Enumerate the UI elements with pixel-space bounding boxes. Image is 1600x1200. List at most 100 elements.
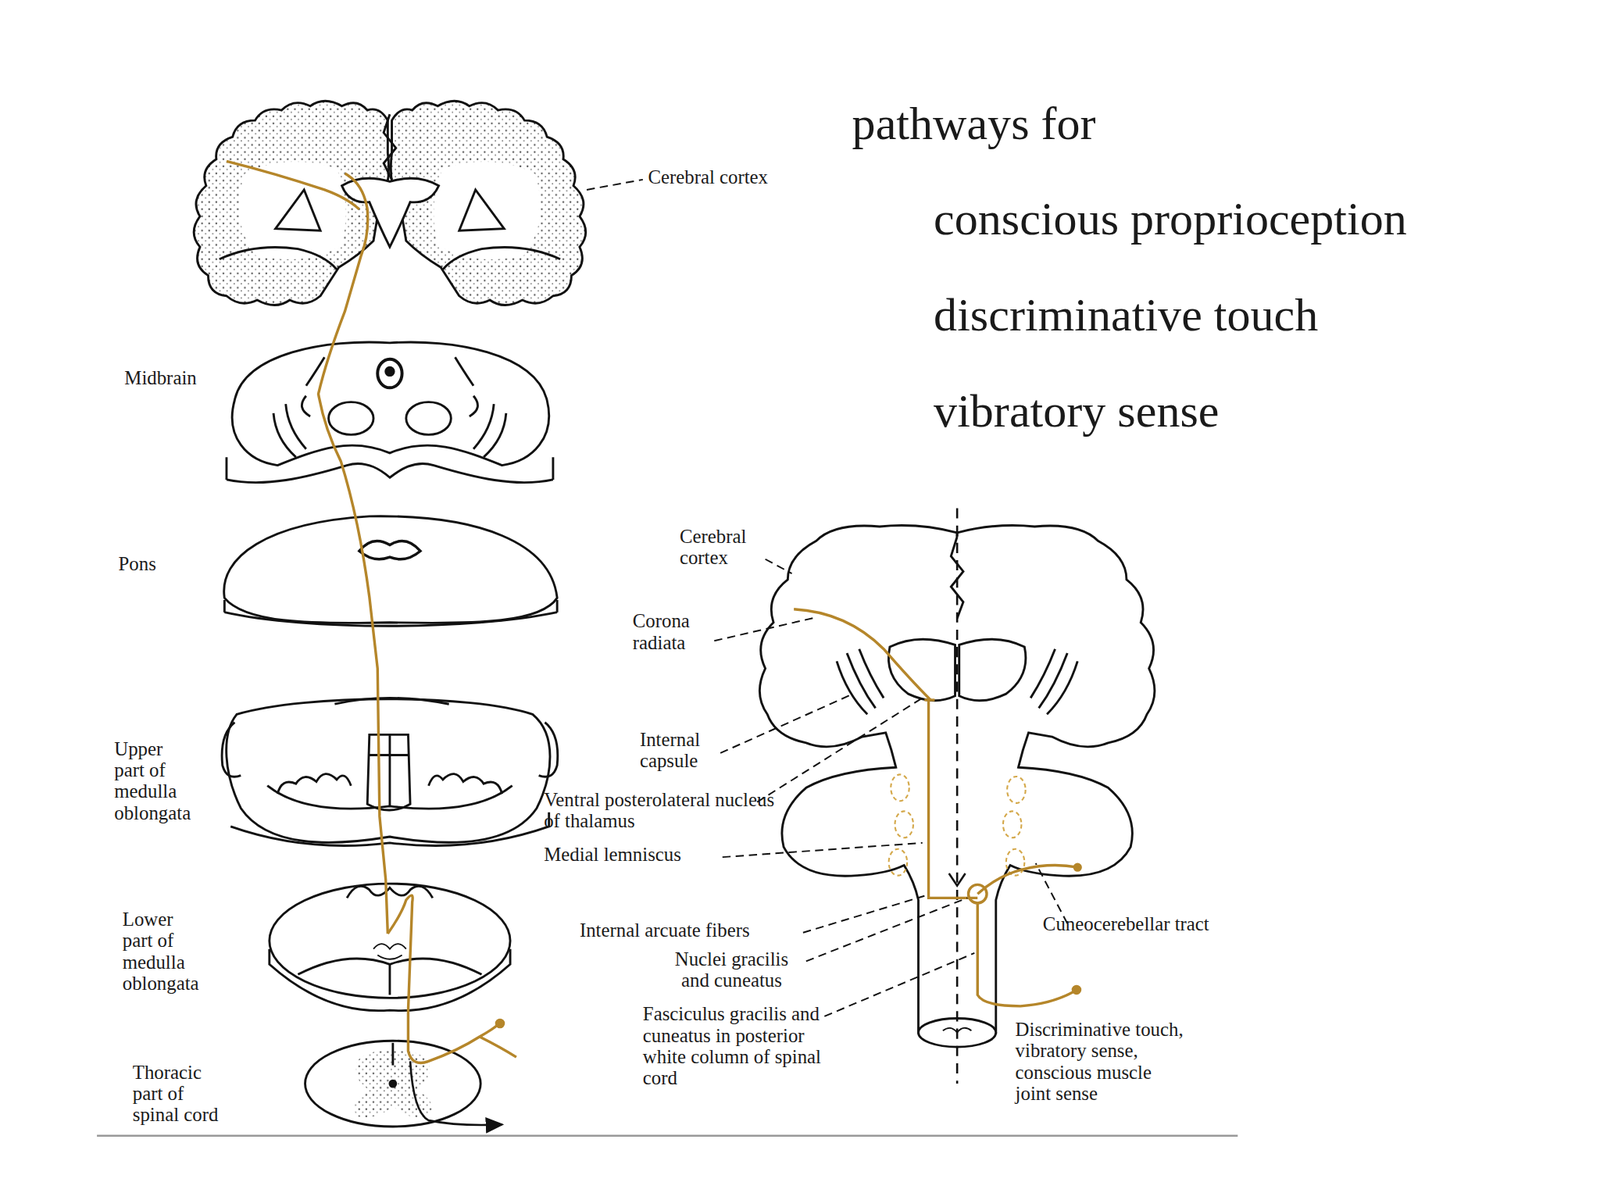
sensory-pathway-part bbox=[226, 160, 360, 209]
pathway-item: conscious proprioception bbox=[933, 193, 1587, 246]
sensory-pathway-part bbox=[793, 609, 931, 700]
midline-dashed-part bbox=[956, 507, 959, 1084]
leader-line-part bbox=[765, 559, 793, 574]
sensory-pathway bbox=[793, 609, 1081, 1007]
sensory-pathway-part bbox=[977, 864, 1078, 894]
thoracic-cord-section bbox=[305, 1040, 482, 1127]
part-label: Discriminative touch, vibratory sense, c… bbox=[1015, 1019, 1190, 1105]
slide-title: pathways for bbox=[852, 97, 1363, 150]
cerebellar-peduncle-part bbox=[890, 774, 910, 801]
brain-outline-part bbox=[957, 525, 1155, 1033]
lower-medulla-section-part bbox=[373, 943, 407, 960]
part-label: Internal arcuate fibers bbox=[579, 920, 825, 942]
coronal-brain-part bbox=[442, 247, 561, 270]
upper-medulla-section-part bbox=[267, 785, 512, 809]
coronal-brain-part bbox=[239, 161, 347, 260]
coronal-brain-part bbox=[433, 161, 541, 260]
sensory-pathway-part bbox=[479, 1036, 517, 1058]
part-label: Medial lemniscus bbox=[543, 844, 768, 866]
midline-dashed bbox=[956, 507, 959, 1084]
upper-medulla-section-part bbox=[221, 722, 558, 778]
part-label: Pons bbox=[118, 553, 200, 575]
cerebellar-peduncle-part bbox=[1007, 776, 1026, 804]
part-label: Thoracic part of spinal cord bbox=[132, 1062, 227, 1127]
midbrain-section-part bbox=[377, 359, 402, 389]
bottom-rule bbox=[96, 1135, 1238, 1136]
part-label: Nuclei gracilis and cuneatus bbox=[660, 949, 804, 993]
coronal-brain bbox=[193, 100, 586, 305]
leader-line-part bbox=[824, 953, 975, 1017]
sensory-pathway-part bbox=[496, 1019, 504, 1027]
part-label: Internal capsule bbox=[639, 729, 733, 773]
midbrain-section bbox=[226, 342, 554, 483]
coronal-brain-part bbox=[219, 247, 337, 270]
midbrain-section-part bbox=[406, 402, 451, 436]
thoracic-cord-section-part bbox=[389, 1080, 397, 1087]
cerebellar-peduncle-part bbox=[894, 810, 914, 838]
midbrain-section-part bbox=[232, 342, 549, 466]
cerebellar-peduncle-part bbox=[1003, 810, 1022, 838]
lower-medulla-section-part bbox=[389, 964, 392, 995]
leader-line-part bbox=[806, 897, 968, 961]
coronal-brain-part bbox=[390, 100, 586, 305]
thoracic-cord-section-part bbox=[391, 1042, 394, 1066]
part-label: Corona radiata bbox=[632, 610, 725, 654]
lower-medulla-section-part bbox=[346, 885, 433, 898]
leader-line-part bbox=[757, 697, 923, 802]
upper-medulla-section bbox=[221, 697, 558, 846]
part-label: Ventral posterolateral nucleus of thalam… bbox=[543, 789, 779, 833]
lower-medulla-section-part bbox=[269, 883, 511, 998]
coronal-brain-part bbox=[275, 189, 321, 231]
midbrain-section-part bbox=[226, 463, 554, 483]
coronal-brain-part bbox=[383, 114, 397, 180]
upper-medulla-section-part bbox=[334, 697, 449, 704]
decussation-arrow-part bbox=[949, 873, 966, 886]
upper-medulla-section-part bbox=[428, 774, 503, 795]
pons-section-part bbox=[359, 540, 421, 559]
pathway-item: discriminative touch bbox=[933, 289, 1587, 342]
brain-outline-part bbox=[959, 639, 1026, 700]
brain-outline-part bbox=[836, 649, 884, 715]
sensory-pathway-part bbox=[318, 173, 389, 934]
sensory-pathway-part bbox=[1074, 864, 1081, 871]
sensory-pathway bbox=[226, 160, 517, 1063]
bottom-rule-part bbox=[96, 1134, 1238, 1137]
efferent-arrow-part bbox=[410, 1060, 503, 1125]
part-label: Cuneocerebellar tract bbox=[1042, 914, 1217, 936]
upper-medulla-section-part bbox=[369, 734, 409, 806]
coronal-brain-part bbox=[459, 189, 504, 231]
brain-outline-part bbox=[1030, 649, 1078, 715]
part-label: Fasciculus gracilis and cuneatus in post… bbox=[642, 1003, 833, 1090]
midbrain-section-part bbox=[273, 357, 325, 458]
leader-line-part bbox=[722, 842, 923, 858]
upper-medulla-section-part bbox=[226, 699, 550, 843]
part-label: Upper part of medulla oblongata bbox=[114, 739, 196, 825]
part-label: Cerebral cortex bbox=[647, 167, 852, 189]
midbrain-section-part bbox=[328, 402, 374, 436]
cerebellar-peduncle-part bbox=[889, 849, 908, 876]
leader-line-part bbox=[586, 179, 643, 190]
leader-line-part bbox=[720, 693, 854, 754]
lower-medulla-section bbox=[269, 883, 511, 1011]
efferent-arrow bbox=[410, 1060, 503, 1125]
midbrain-section-part bbox=[385, 367, 394, 375]
upper-medulla-section-part bbox=[367, 734, 411, 811]
sensory-pathway-part bbox=[1072, 985, 1080, 993]
coronal-brain-part bbox=[193, 100, 389, 305]
brain-outline-part bbox=[955, 536, 960, 1029]
cerebellar-peduncle bbox=[889, 774, 1026, 875]
part-label: Cerebral cortex bbox=[679, 526, 772, 570]
midbrain-section-part bbox=[455, 357, 507, 458]
part-label: Lower part of medulla oblongata bbox=[122, 909, 204, 995]
decussation-arrow bbox=[949, 873, 966, 886]
pons-section bbox=[224, 516, 558, 627]
thoracic-cord-section-part bbox=[305, 1040, 482, 1127]
upper-medulla-section-part bbox=[277, 774, 351, 795]
sensory-pathway-part bbox=[928, 700, 979, 898]
coronal-brain-part bbox=[342, 178, 440, 247]
part-label: Midbrain bbox=[124, 368, 247, 390]
pathway-item: vibratory sense bbox=[933, 385, 1587, 438]
leader-line-part bbox=[714, 617, 817, 641]
leader-line-part bbox=[803, 896, 925, 933]
